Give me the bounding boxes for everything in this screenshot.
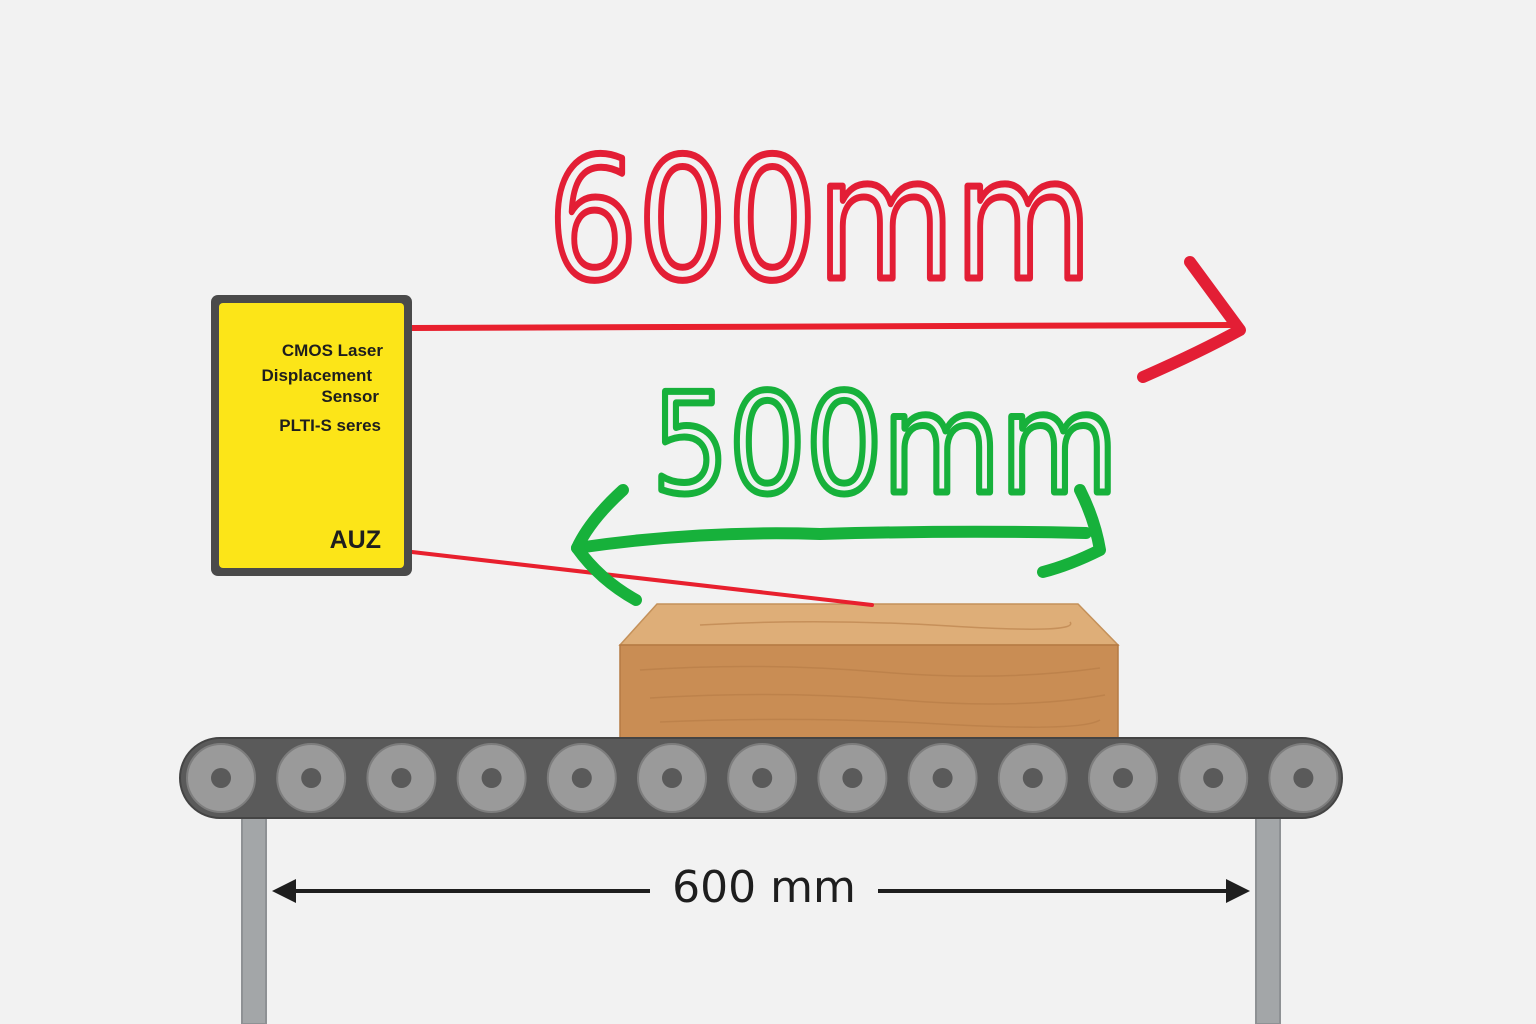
dimension-arrow-left-icon [272,879,296,903]
roller-hub [662,768,682,788]
sensor-face [219,303,404,568]
roller-hub [391,768,412,788]
laser-beam-lower [410,550,874,607]
green-arrow-tail-right [1037,484,1106,578]
green-annotation: 500mm [571,361,1122,606]
roller-hub [301,768,322,788]
roller-hub [842,768,863,788]
box-top-face [618,603,1120,646]
conveyor-belt [179,737,1343,819]
dimension-arrow-right-icon [1226,879,1250,903]
wooden-box [618,603,1120,739]
roller-hub [1293,768,1314,788]
red-arrow-head [1137,256,1246,383]
dimension-label: 600 mm [672,862,856,913]
conveyor-leg-left [241,811,267,1024]
roller-hub [752,768,773,788]
roller-hub [1203,768,1224,788]
sensor-label-line1: CMOS Laser [282,341,383,360]
red-distance-label: 600mm [548,122,1092,318]
wood-grain [639,620,1106,728]
roller-hub [571,768,592,788]
green-arrow-head-left [571,484,642,606]
laser-sensor: CMOS Laser Displacement Sensor PLTI-S se… [211,295,412,576]
green-arrow-shaft [571,525,1092,554]
roller-hub [1113,768,1133,788]
roller-hub [481,768,502,788]
box-front-face [619,644,1119,739]
dimension-line: 600 mm [272,862,1250,913]
laser-beam-upper [409,322,1235,331]
sensor-brand: AUZ [330,526,381,554]
sensor-label-line2: Displacement [261,366,372,385]
green-distance-label: 500mm [652,364,1118,525]
roller-hub [932,768,953,788]
sensor-label-line3: Sensor [321,387,379,406]
red-annotation: 600mm [545,119,1246,383]
conveyor-leg-right [1255,811,1281,1024]
roller-hub [211,768,231,788]
roller-group [186,743,1339,813]
roller-hub [1022,768,1043,788]
sensor-model: PLTI-S seres [279,416,381,435]
